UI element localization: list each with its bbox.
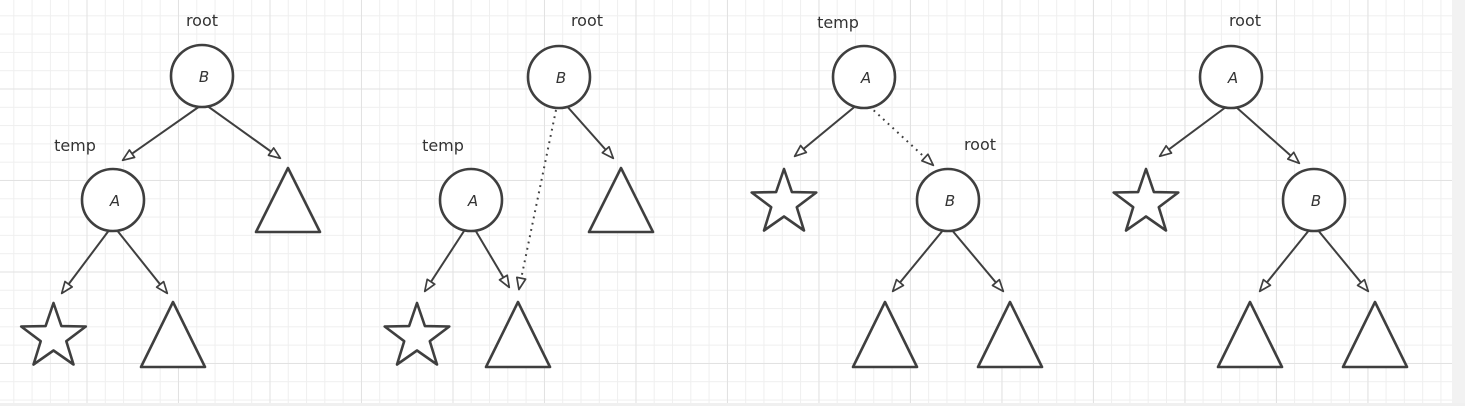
edge-a-to-b-dotted	[868, 105, 935, 167]
node-circle-top	[526, 44, 592, 110]
panel-step-1: root temp B A	[19, 11, 322, 369]
edge-a-to-shaded-triangle	[115, 228, 169, 295]
node-circle-mid	[80, 167, 146, 233]
edge-b-to-a	[121, 105, 201, 162]
shaded-triangle-leaf	[851, 300, 919, 369]
star-leaf	[1112, 167, 1180, 232]
edge-b-to-triangle	[950, 228, 1005, 293]
temp-pointer-label: temp	[54, 136, 96, 155]
edge-b-to-shaded-triangle	[1258, 228, 1311, 293]
panel-step-2: root temp B A	[383, 11, 655, 369]
edge-a-to-shaded-triangle	[473, 227, 511, 289]
node-circle-mid	[1281, 167, 1347, 233]
edge-a-to-b	[1235, 106, 1301, 165]
edge-a-to-star	[423, 227, 467, 293]
node-circle-top	[169, 43, 235, 109]
node-letter-mid: B	[945, 192, 955, 210]
node-circle-mid	[438, 167, 504, 233]
triangle-leaf	[1341, 300, 1409, 369]
shaded-triangle-leaf	[1216, 300, 1284, 369]
shaded-triangle-leaf	[139, 300, 207, 369]
root-pointer-label: root	[1229, 11, 1261, 30]
node-letter-top: B	[199, 68, 209, 86]
panel-step-3: temp root A B	[750, 13, 1044, 369]
edge-b-to-shaded-triangle-dotted	[515, 109, 557, 291]
edge-b-to-triangle	[205, 104, 282, 160]
root-pointer-label: root	[571, 11, 603, 30]
root-pointer-label: root	[964, 135, 996, 154]
temp-pointer-label: temp	[817, 13, 859, 32]
canvas-right-gutter	[1452, 0, 1465, 406]
edge-a-to-star	[60, 228, 111, 295]
triangle-leaf	[254, 166, 322, 234]
node-letter-mid: A	[467, 192, 478, 210]
edge-a-to-star	[1158, 106, 1227, 158]
node-letter-mid: A	[109, 192, 120, 210]
node-circle-mid	[915, 167, 981, 233]
star-leaf	[750, 167, 818, 232]
node-letter-mid: B	[1311, 192, 1321, 210]
root-pointer-label: root	[186, 11, 218, 30]
edge-b-to-triangle	[564, 103, 615, 160]
edge-a-to-star	[793, 103, 859, 158]
node-circle-top	[1198, 44, 1264, 110]
edge-b-to-triangle	[1316, 228, 1370, 293]
triangle-leaf	[587, 166, 655, 234]
node-letter-top: A	[860, 69, 871, 87]
triangle-leaf	[976, 300, 1044, 369]
canvas-bottom-edge	[0, 403, 1465, 406]
edge-b-to-shaded-triangle	[891, 228, 945, 293]
star-leaf	[383, 301, 451, 366]
shaded-triangle-leaf	[484, 300, 552, 369]
node-letter-top: B	[556, 69, 566, 87]
star-leaf	[19, 301, 88, 366]
node-circle-top	[831, 44, 897, 110]
node-letter-top: A	[1227, 69, 1238, 87]
temp-pointer-label: temp	[422, 136, 464, 155]
panel-step-4: root A B	[1112, 11, 1409, 369]
